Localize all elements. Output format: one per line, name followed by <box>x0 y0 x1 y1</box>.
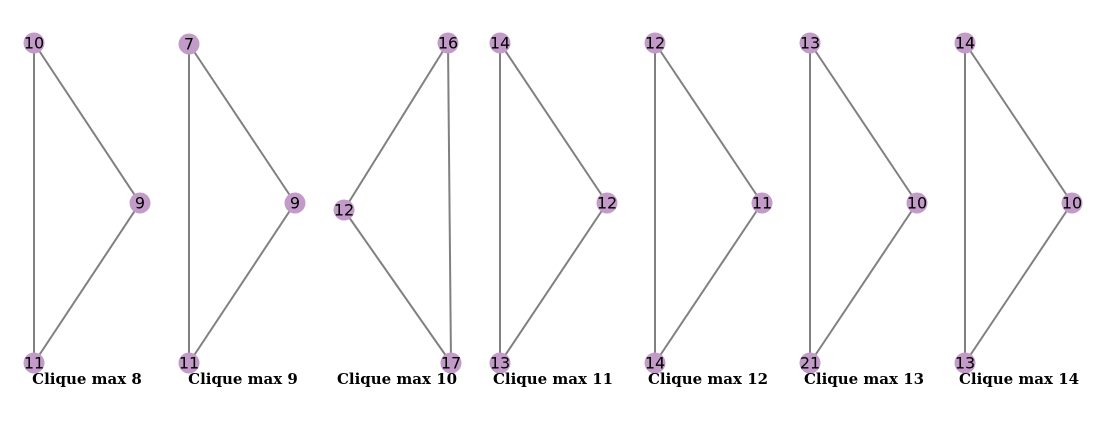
node-label: 12 <box>597 194 617 213</box>
graph-edge <box>654 202 763 364</box>
graph-caption: Clique max 14 <box>959 370 1079 388</box>
graph-caption: Clique max 11 <box>493 370 613 388</box>
node-label: 12 <box>334 201 354 220</box>
graph-node <box>596 192 618 214</box>
graph-node <box>644 32 666 54</box>
graph-edge <box>33 42 141 204</box>
graph-node <box>906 192 928 214</box>
graph-node <box>178 33 200 55</box>
graph-caption: Clique max 8 <box>32 370 142 388</box>
graph-node <box>954 32 976 54</box>
node-label: 21 <box>800 354 820 373</box>
graph-edge <box>188 43 296 204</box>
node-label: 11 <box>179 354 199 373</box>
graph-edge <box>809 202 918 364</box>
graph-node <box>440 352 462 374</box>
node-label: 14 <box>490 34 510 53</box>
graph-node <box>799 352 821 374</box>
node-label: 14 <box>955 34 975 53</box>
node-label: 9 <box>290 194 300 213</box>
graph-node <box>284 192 306 214</box>
graph-edge <box>343 42 449 211</box>
graph-edge <box>809 42 918 204</box>
node-label: 13 <box>800 34 820 53</box>
graph-node <box>1061 192 1083 214</box>
graph-edge <box>499 202 608 364</box>
node-label: 16 <box>438 34 458 53</box>
node-label: 17 <box>441 354 461 373</box>
node-label: 13 <box>955 354 975 373</box>
graph-node <box>489 352 511 374</box>
node-label: 11 <box>752 194 772 213</box>
graph-node <box>799 32 821 54</box>
graph-edge <box>654 42 763 204</box>
node-label: 10 <box>907 194 927 213</box>
graph-caption: Clique max 10 <box>337 370 457 388</box>
graph-node <box>489 32 511 54</box>
node-label: 12 <box>645 34 665 53</box>
node-label: 10 <box>1062 194 1082 213</box>
graph-caption: Clique max 13 <box>804 370 924 388</box>
graph-caption: Clique max 12 <box>648 370 768 388</box>
node-label: 9 <box>135 194 145 213</box>
graph-edge <box>964 42 1073 204</box>
node-label: 13 <box>490 354 510 373</box>
node-label: 11 <box>24 354 44 373</box>
graph-edge <box>447 42 452 364</box>
graph-edge <box>188 202 296 364</box>
graph-edge <box>499 42 608 204</box>
node-label: 7 <box>184 35 194 54</box>
graph-node <box>751 192 773 214</box>
graph-node <box>23 32 45 54</box>
graph-node <box>178 352 200 374</box>
graph-edge <box>33 202 141 364</box>
graph-node <box>644 352 666 374</box>
graph-node <box>954 352 976 374</box>
graph-caption: Clique max 9 <box>188 370 298 388</box>
graph-node <box>23 352 45 374</box>
node-label: 10 <box>24 34 44 53</box>
graph-node <box>129 192 151 214</box>
graph-edge <box>964 202 1073 364</box>
graph-node <box>333 199 355 221</box>
graph-edge <box>343 209 452 364</box>
graph-node <box>437 32 459 54</box>
node-label: 14 <box>645 354 665 373</box>
